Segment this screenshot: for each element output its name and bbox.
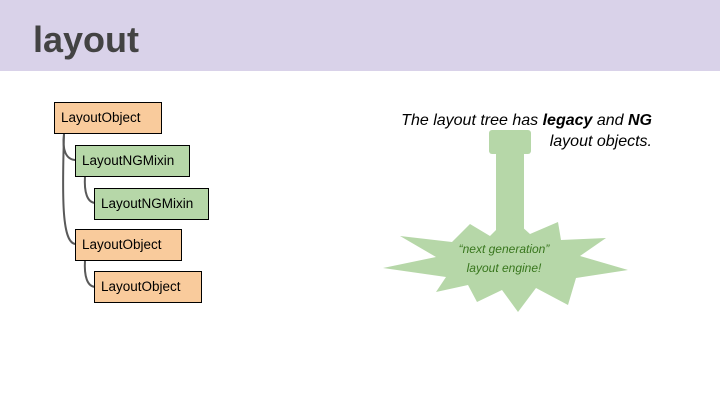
caption-text-2: and — [592, 112, 628, 129]
caption-text-1: The layout tree has — [401, 112, 543, 129]
plunger-handle — [489, 130, 531, 154]
title-bar: layout — [0, 0, 720, 71]
caption-text-3: layout objects. — [549, 133, 652, 150]
burst-line-2: layout engine! — [466, 261, 542, 275]
connector-root-child2 — [62, 133, 77, 245]
tree-node-layout-ng-mixin: LayoutNGMixin — [75, 145, 190, 177]
connector-child2-grandchild — [83, 259, 97, 288]
tree-node-layout-object-root: LayoutObject — [54, 102, 162, 134]
tree-node-layout-object: LayoutObject — [75, 229, 182, 261]
explosion-burst-shape — [383, 216, 628, 312]
tree-node-layout-ng-mixin-nested: LayoutNGMixin — [94, 188, 209, 220]
caption-legacy: legacy — [542, 112, 593, 129]
tree-node-layout-object-nested: LayoutObject — [94, 271, 202, 303]
caption-ng: NG — [628, 112, 652, 129]
caption: The layout tree has legacy and NG layout… — [352, 110, 652, 152]
connector-child1-grandchild — [83, 175, 97, 204]
burst-line-1: “next generation” — [458, 242, 550, 256]
burst-label: “next generation” layout engine! — [441, 240, 567, 278]
slide-title: layout — [33, 19, 140, 60]
